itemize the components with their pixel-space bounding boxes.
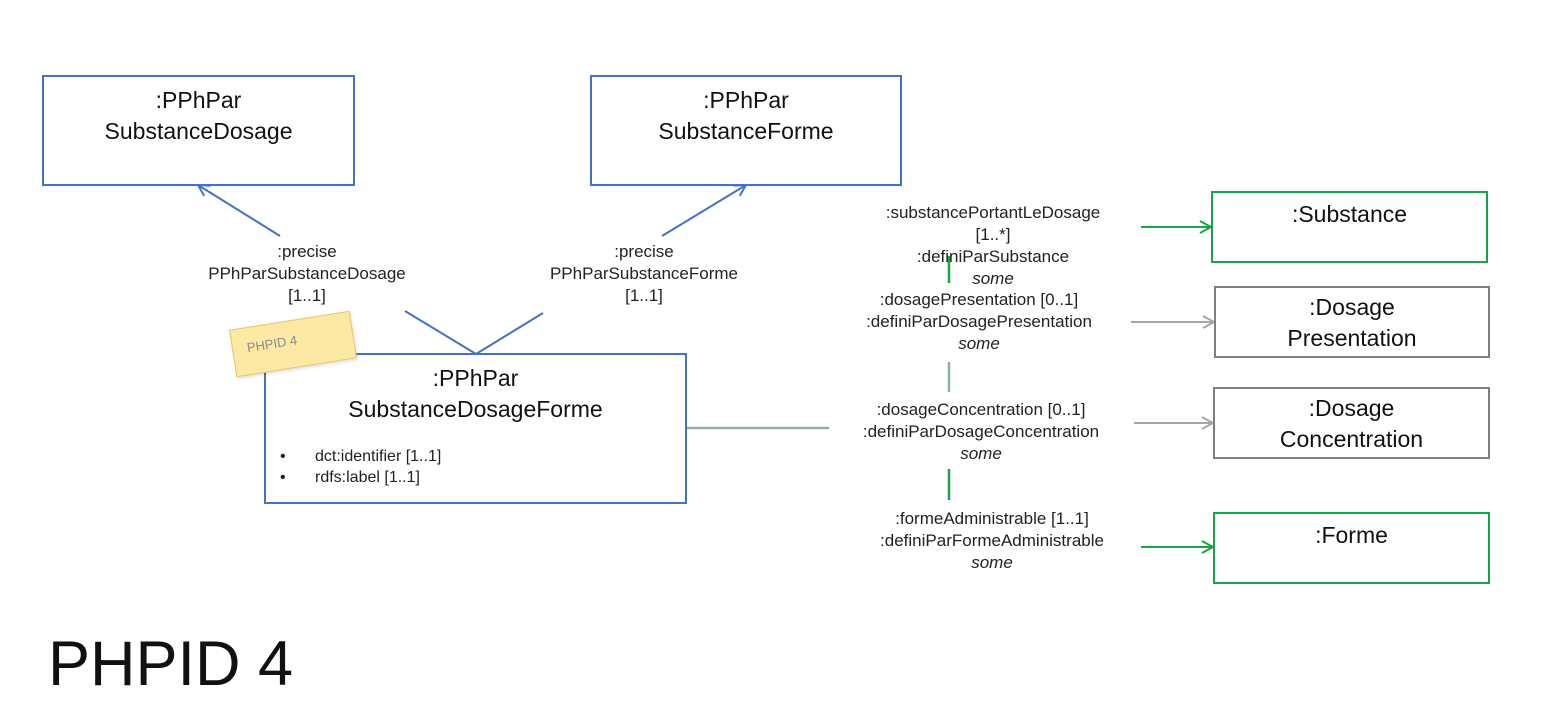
attribute-item: •dct:identifier [1..1] (280, 448, 442, 465)
class-name-line1: :PPhPar (432, 365, 519, 391)
edge-label-line: PPhParSubstanceDosage (208, 264, 406, 283)
class-box-substance-forme: :PPhPar SubstanceForme (590, 75, 902, 186)
slide-title: PHPID 4 (48, 629, 294, 699)
class-name-line2: SubstanceDosageForme (348, 396, 603, 422)
class-name-line2: SubstanceDosage (104, 118, 293, 144)
class-name-line1: :Substance (1291, 201, 1408, 227)
edge-label-line: :definiParSubstance some (916, 247, 1070, 288)
edge-line-precise-dosage-upper (198, 185, 281, 237)
edge-label-quantifier: some (960, 444, 1002, 463)
class-name-line2: Presentation (1287, 325, 1417, 351)
class-name-line1: :Forme (1315, 522, 1388, 548)
edge-label-line: :definiParDosageConcentration (862, 422, 1100, 441)
class-box-substance: :Substance (1211, 191, 1488, 263)
edge-label-cardinality: [1..1] (625, 286, 663, 305)
edge-label-line: :formeAdministrable [1..1] (895, 509, 1089, 528)
edge-label-line: :definiParDosagePresentation (866, 312, 1092, 331)
edge-label-precise-forme: :precise PPhParSubstanceForme [1..1] (539, 241, 749, 307)
class-name-line1: :Dosage (1309, 294, 1395, 320)
class-box-dosage-presentation: :Dosage Presentation (1214, 286, 1490, 358)
edge-label-line: :precise (277, 242, 337, 261)
class-box-substance-dosage: :PPhPar SubstanceDosage (42, 75, 355, 186)
class-name-line1: :PPhPar (703, 87, 789, 113)
class-box-substance-dosage-forme: :PPhPar SubstanceDosageForme •dct:identi… (264, 353, 687, 504)
class-box-forme: :Forme (1213, 512, 1490, 584)
edge-label-line: :precise (614, 242, 674, 261)
sticky-note-text: PHPID 4 (245, 332, 299, 356)
attribute-item: •rdfs:label [1..1] (280, 469, 420, 486)
edge-line-precise-forme-upper (661, 185, 746, 237)
edge-label-quantifier: some (958, 334, 1000, 353)
class-box-dosage-concentration: :Dosage Concentration (1213, 387, 1490, 459)
edge-label-line: :substancePortantLeDosage (885, 203, 1101, 222)
edge-label-line: :dosagePresentation [0..1] (879, 290, 1079, 309)
edge-label-cardinality: [1..1] (288, 286, 326, 305)
attribute-list: •dct:identifier [1..1] •rdfs:label [1..1… (280, 446, 441, 488)
edge-label-line: :definiParFormeAdministrable (880, 531, 1104, 550)
class-name-line2: Concentration (1279, 426, 1424, 452)
edge-label-dosage-presentation: :dosagePresentation [0..1] :definiParDos… (838, 289, 1120, 355)
class-name-line2: SubstanceForme (658, 118, 834, 144)
edge-line-precise-forme-lower (475, 312, 544, 355)
edge-label-forme: :formeAdministrable [1..1] :definiParFor… (851, 508, 1133, 574)
edge-label-dosage-concentration: :dosageConcentration [0..1] :definiParDo… (836, 399, 1126, 465)
edge-label-quantifier: some (971, 553, 1013, 572)
edge-label-line: PPhParSubstanceForme (549, 264, 739, 283)
edge-label-line: :dosageConcentration [0..1] (876, 400, 1086, 419)
class-name-line1: :Dosage (1308, 395, 1395, 421)
class-name-line1: :PPhPar (155, 87, 242, 113)
edge-line-precise-dosage-lower (404, 310, 477, 355)
edge-label-cardinality: [1..*] (975, 225, 1011, 244)
edge-label-precise-dosage: :precise PPhParSubstanceDosage [1..1] (196, 241, 418, 307)
edge-label-substance: :substancePortantLeDosage [1..*] :defini… (858, 202, 1128, 290)
